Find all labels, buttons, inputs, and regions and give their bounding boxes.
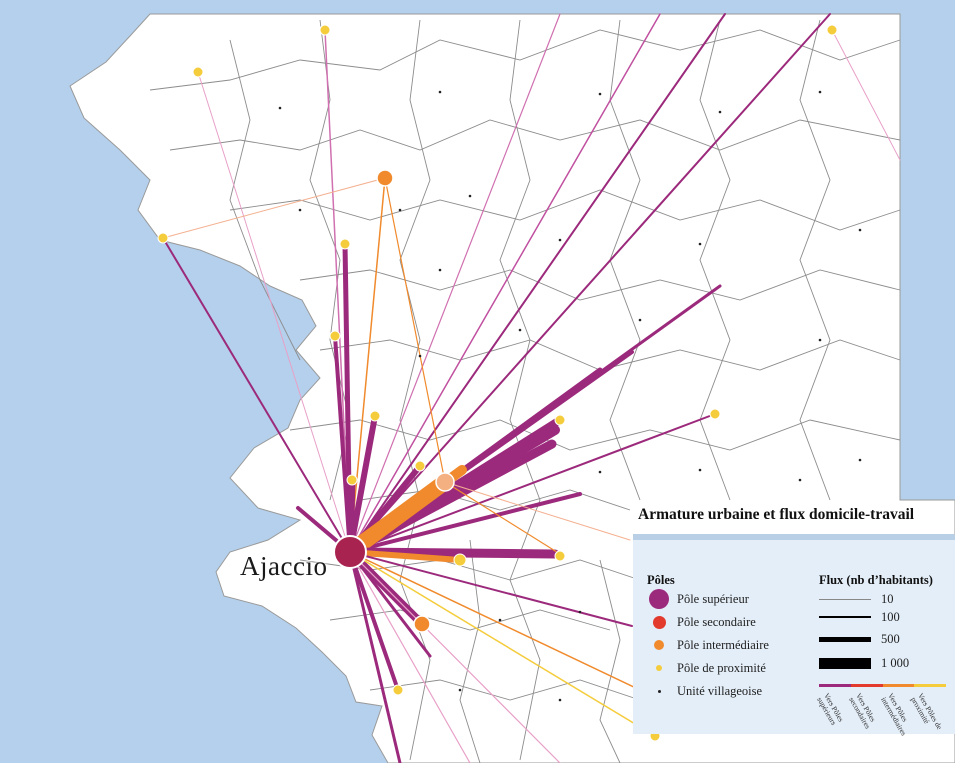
legend-pole-superieur: Pôle supérieur (641, 588, 749, 610)
color-swatch-secondaires (850, 684, 883, 687)
legend-pole-de-proximite: Pôle de proximité (641, 657, 766, 679)
dest-label-secondaires: Vers Pôles secondaires (847, 691, 878, 731)
pole-label: Unité villageoise (677, 683, 763, 698)
pole-label: Pôle secondaire (677, 614, 756, 629)
flux-line-10 (819, 598, 871, 600)
poles-title: Pôles (647, 573, 675, 587)
pole-proximite-symbol (656, 665, 662, 671)
flux-line-1000 (819, 657, 871, 669)
pole-label: Pôle supérieur (677, 591, 749, 606)
flux-label: 10 (881, 591, 894, 606)
pole-label: Pôle intermédiaire (677, 637, 769, 652)
color-swatch-intermediaires (882, 684, 915, 687)
flux-label: 500 (881, 631, 900, 646)
dest-label-superieurs: Vers Pôles supérieurs (815, 691, 846, 727)
city-label-ajaccio: Ajaccio (240, 551, 328, 581)
flow-lines (162, 13, 901, 763)
flux-label: 100 (881, 609, 900, 624)
color-swatch-proximite (914, 684, 946, 687)
destination-color-bar (819, 684, 946, 687)
legend-pole-secondaire: Pôle secondaire (641, 611, 756, 633)
poles-intermediaires (376, 169, 455, 633)
legend-unite-villageoise: Unité villageoise (641, 680, 762, 702)
unite-villageoise-symbol (657, 689, 661, 693)
pole-superieur-ajaccio (333, 535, 367, 569)
legend-title: Armature urbaine et flux domicile-travai… (636, 506, 917, 524)
pole-label: Pôle de proximité (677, 660, 766, 675)
legend-flux-1000: 1 000 (819, 652, 949, 674)
pole-intermediaire-symbol (654, 640, 664, 650)
poles-de-proximite (157, 24, 838, 742)
legend-flux-500: 500 (819, 628, 949, 650)
color-swatch-superieurs (819, 684, 851, 687)
village-units (278, 90, 862, 702)
flux-title: Flux (nb d’habitants) (819, 573, 933, 587)
flux-line-500 (819, 636, 871, 642)
legend-flux-100: 100 (819, 606, 949, 628)
legend-flux-10: 10 (819, 588, 949, 610)
pole-superieur-symbol (649, 589, 669, 609)
pole-secondaire-symbol (652, 615, 666, 629)
flux-label: 1 000 (881, 655, 910, 670)
legend: Pôles Flux (nb d’habitants) Pôle supérie… (633, 534, 955, 737)
flux-line-100 (819, 616, 871, 618)
dest-label-proximite: Vers Pôles de proximité (909, 691, 945, 732)
legend-pole-intermediaire: Pôle intermédiaire (641, 634, 769, 656)
